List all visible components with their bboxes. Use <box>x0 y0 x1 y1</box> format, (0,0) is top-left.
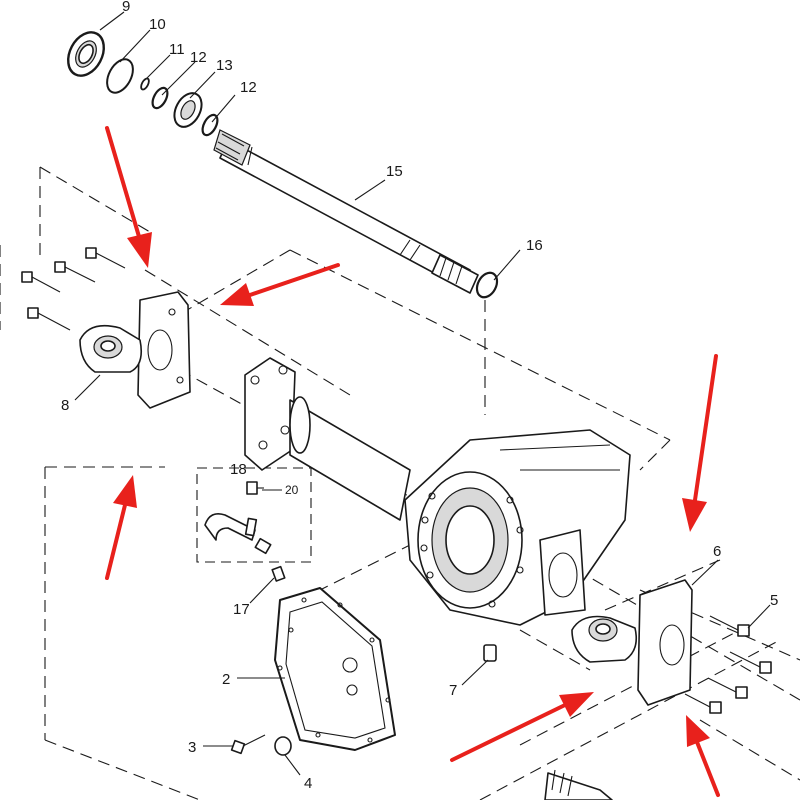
red-arrow-lower-left <box>105 475 137 580</box>
red-arrow-bottom-center <box>450 692 594 762</box>
callout-3: 3 <box>188 739 196 756</box>
right-bracket-bolts <box>684 615 772 714</box>
output-stub-shaft <box>544 769 613 800</box>
callout-5: 5 <box>770 592 778 609</box>
callout-12-lower: 12 <box>240 79 257 96</box>
red-arrow-top-left <box>105 126 152 268</box>
breather-hose-kit-box <box>196 467 312 563</box>
callout-7: 7 <box>449 682 457 699</box>
differential-housing <box>404 429 631 626</box>
callout-8: 8 <box>61 397 69 414</box>
seal-and-bearing-stack <box>67 31 499 299</box>
left-pivot-bracket <box>79 291 191 409</box>
callout-9: 9 <box>122 0 130 15</box>
red-arrow-right-top <box>682 354 718 532</box>
left-bracket-bolts <box>21 247 126 331</box>
red-arrow-bottom-right <box>686 715 720 797</box>
axle-tube-housing <box>244 357 411 521</box>
breather-hose <box>204 512 272 555</box>
callout-4: 4 <box>304 775 312 792</box>
callout-12-top: 12 <box>190 49 207 66</box>
axle-shaft <box>213 129 479 294</box>
callout-2: 2 <box>222 671 230 688</box>
callout-labels: 2 3 4 5 6 7 8 9 10 11 12 13 12 15 16 17 … <box>61 0 778 792</box>
red-arrow-mid-left <box>220 263 340 306</box>
callout-10: 10 <box>149 16 166 33</box>
callout-17: 17 <box>233 601 250 618</box>
callout-16: 16 <box>526 237 543 254</box>
differential-cover <box>274 587 396 751</box>
callout-18: 18 <box>230 461 247 478</box>
callout-11: 11 <box>169 41 185 58</box>
right-pivot-bracket <box>571 579 693 706</box>
callout-20: 20 <box>285 483 299 497</box>
callout-13: 13 <box>216 57 233 74</box>
callout-6: 6 <box>713 543 721 560</box>
leader-lines <box>74 11 771 776</box>
small-fasteners <box>230 481 497 756</box>
callout-15: 15 <box>386 163 403 180</box>
